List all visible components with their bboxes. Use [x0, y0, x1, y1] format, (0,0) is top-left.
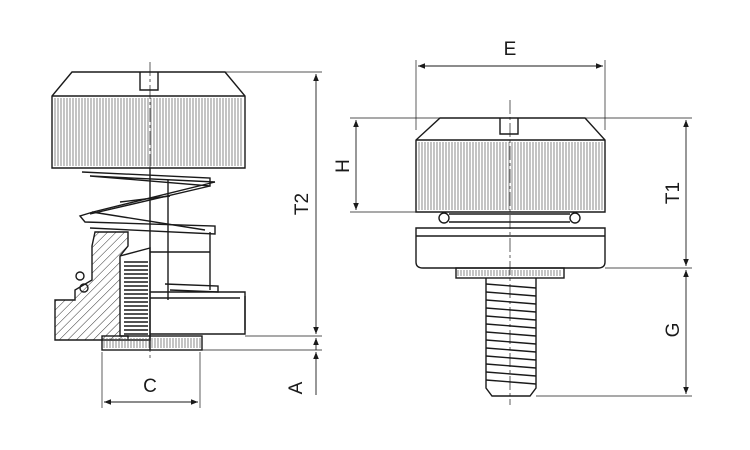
label-A: A: [286, 381, 307, 394]
dimension-G: G: [536, 270, 692, 397]
thread-line: [485, 371, 537, 377]
thread-line: [485, 339, 537, 345]
thread-line: [485, 355, 537, 361]
label-E: E: [504, 39, 517, 60]
thread-line: [485, 315, 537, 321]
thread-line: [485, 307, 537, 313]
thread-line: [485, 347, 537, 353]
right-washer: [415, 227, 606, 269]
right-spring: [438, 212, 581, 224]
thread-line: [485, 331, 537, 337]
dimension-T2: T2: [225, 71, 322, 337]
thread-line: [485, 363, 537, 369]
thread-line: [485, 323, 537, 329]
right-view: [415, 100, 606, 405]
left-flange: [150, 291, 246, 335]
dimension-C: C: [101, 352, 201, 408]
dimension-A: A: [202, 338, 322, 395]
label-H: H: [333, 159, 354, 173]
left-hatched-body: [54, 231, 151, 341]
right-knurled-head: [415, 117, 606, 213]
right-threaded-shank: [485, 278, 537, 397]
label-T1: T1: [663, 182, 684, 204]
dimension-H: H: [333, 117, 440, 213]
left-bottom-nut: [101, 335, 203, 351]
thread-line: [485, 283, 537, 289]
thread-line: [485, 379, 537, 385]
dimension-T1: T1: [585, 117, 692, 269]
left-knurled-head: [51, 71, 246, 169]
left-view: [51, 62, 246, 360]
thread-line: [485, 291, 537, 297]
thread-line: [485, 299, 537, 305]
label-T2: T2: [292, 193, 313, 215]
dimension-E: E: [415, 39, 606, 130]
label-C: C: [143, 376, 157, 397]
label-G: G: [663, 323, 684, 338]
